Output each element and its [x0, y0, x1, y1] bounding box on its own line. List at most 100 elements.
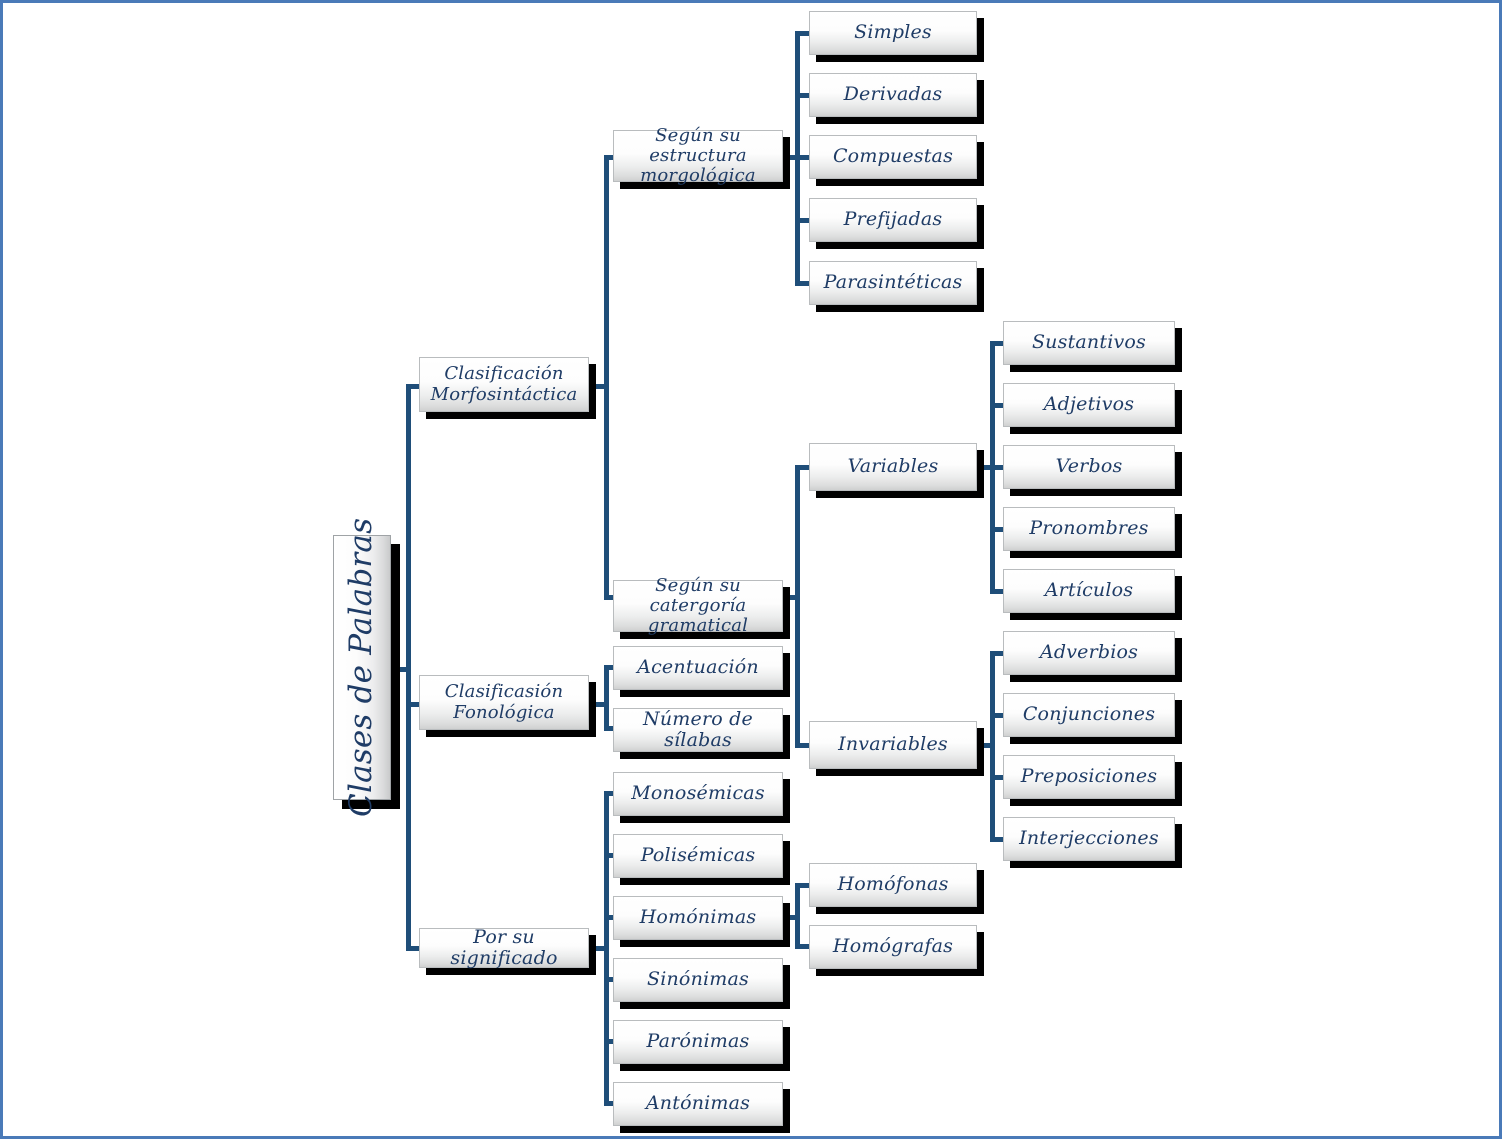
node-label: Polisémicas	[640, 844, 756, 867]
node-por-su-significado[interactable]: Por su significado	[419, 925, 589, 969]
node-homofonas[interactable]: Homófonas	[809, 863, 977, 907]
node-derivadas[interactable]: Derivadas	[809, 73, 977, 117]
node-root-label: Clases de Palabras	[343, 517, 380, 818]
connector-root-stub	[391, 667, 411, 672]
node-homografas[interactable]: Homógrafas	[809, 925, 977, 969]
connector-significado-trunk	[604, 791, 609, 1106]
node-label: Número de sílabas	[643, 707, 753, 751]
connector-significado-c5	[604, 1039, 618, 1044]
node-verbos[interactable]: Verbos	[1003, 445, 1175, 489]
connector-invariables-c1	[990, 651, 1004, 656]
node-label: Adverbios	[1039, 641, 1139, 664]
node-segun-su-estructura-morgologica[interactable]: Según su estructura morgológica	[613, 125, 783, 186]
connector-categoria-to-variables	[795, 465, 809, 470]
node-label-line1: Según su catergoría	[649, 574, 747, 616]
connector-invariables-c4	[990, 837, 1004, 842]
connector-variables-c1	[990, 341, 1004, 346]
node-label: Compuestas	[832, 145, 954, 168]
node-pronombres[interactable]: Pronombres	[1003, 507, 1175, 551]
node-variables[interactable]: Variables	[809, 443, 977, 491]
connector-morfo-stub	[589, 384, 609, 389]
node-sustantivos[interactable]: Sustantivos	[1003, 321, 1175, 365]
connector-fonologica-to-acentuacion	[604, 665, 618, 670]
node-polisemicas[interactable]: Polisémicas	[613, 834, 783, 878]
connector-homonimas-to-homofonas	[795, 883, 809, 888]
connector-significado-c6	[604, 1101, 618, 1106]
connector-significado-c1	[604, 791, 618, 796]
node-homonimas[interactable]: Homónimas	[613, 896, 783, 940]
node-label: Parasintéticas	[823, 271, 963, 294]
node-label: Parónimas	[646, 1030, 750, 1053]
node-label: Sustantivos	[1031, 331, 1147, 354]
connector-categoria-trunk	[795, 465, 800, 747]
connector-root-to-morfosintactica	[406, 384, 426, 389]
connector-estructura-c3	[795, 155, 809, 160]
node-articulos[interactable]: Artículos	[1003, 569, 1175, 613]
node-label-line2: morgológica	[640, 165, 756, 187]
connector-categoria-to-invariables	[795, 743, 809, 748]
node-label: Simples	[854, 21, 932, 44]
node-numero-de-silabas[interactable]: Número de sílabas	[613, 708, 783, 752]
node-adjetivos[interactable]: Adjetivos	[1003, 383, 1175, 427]
node-prefijadas[interactable]: Prefijadas	[809, 198, 977, 242]
node-label: Interjecciones	[1019, 827, 1159, 850]
connector-estructura-c4	[795, 218, 809, 223]
connector-invariables-trunk	[990, 651, 995, 841]
node-label-line2: Morfosintáctica	[430, 383, 578, 405]
node-clasificasion-fonologica[interactable]: Clasificasión Fonológica	[419, 675, 589, 730]
connector-significado-c3	[604, 915, 618, 920]
connector-invariables-c3	[990, 775, 1004, 780]
node-simples[interactable]: Simples	[809, 11, 977, 55]
node-segun-su-catergoria-gramatical[interactable]: Según su catergoría gramatical	[613, 575, 783, 636]
connector-homonimas-trunk	[795, 883, 800, 949]
connector-significado-stub	[589, 946, 609, 951]
node-label: Pronombres	[1029, 517, 1149, 540]
node-label: Antónimas	[645, 1092, 751, 1115]
connector-fonologica-stub	[589, 702, 609, 707]
node-preposiciones[interactable]: Preposiciones	[1003, 755, 1175, 799]
node-monosemicas[interactable]: Monosémicas	[613, 772, 783, 816]
node-paronimas[interactable]: Parónimas	[613, 1020, 783, 1064]
connector-estructura-stub	[780, 155, 800, 160]
node-label-line1: Según su estructura	[649, 124, 747, 166]
node-acentuacion[interactable]: Acentuación	[613, 646, 783, 690]
connector-variables-c5	[990, 589, 1004, 594]
node-invariables[interactable]: Invariables	[809, 721, 977, 769]
connector-categoria-stub	[780, 595, 800, 600]
connector-invariables-stub	[975, 743, 995, 748]
node-label: Artículos	[1044, 579, 1134, 602]
node-compuestas[interactable]: Compuestas	[809, 135, 977, 179]
node-label: Preposiciones	[1020, 765, 1158, 788]
connector-morfo-trunk	[604, 155, 609, 600]
node-interjecciones[interactable]: Interjecciones	[1003, 817, 1175, 861]
connector-variables-c2	[990, 403, 1004, 408]
node-label-line1: Clasificasión	[444, 681, 564, 703]
node-label: Conjunciones	[1022, 703, 1156, 726]
node-label: Derivadas	[843, 83, 943, 106]
node-sinonimas[interactable]: Sinónimas	[613, 958, 783, 1002]
node-clasificacion-morfosintactica[interactable]: Clasificación Morfosintáctica	[419, 357, 589, 412]
node-label-line1: Clasificación	[444, 363, 564, 385]
node-conjunciones[interactable]: Conjunciones	[1003, 693, 1175, 737]
node-parasinteticas[interactable]: Parasintéticas	[809, 261, 977, 305]
connector-estructura-c1	[795, 31, 809, 36]
node-label: Monosémicas	[631, 782, 765, 805]
connector-homonimas-to-homografas	[795, 944, 809, 949]
connector-fonologica-to-silabas	[604, 726, 618, 731]
node-antonimas[interactable]: Antónimas	[613, 1082, 783, 1126]
connector-morfo-to-categoria	[604, 595, 618, 600]
node-label: Adjetivos	[1043, 393, 1135, 416]
node-label: Invariables	[838, 733, 948, 756]
connector-variables-c3	[990, 465, 1004, 470]
connector-homonimas-stub	[780, 915, 800, 920]
node-adverbios[interactable]: Adverbios	[1003, 631, 1175, 675]
node-label: Sinónimas	[647, 968, 749, 991]
node-label: Por su significado	[450, 925, 558, 969]
node-label: Homófonas	[837, 873, 949, 896]
connector-root-trunk	[406, 384, 411, 951]
connector-estructura-c2	[795, 93, 809, 98]
node-label-line2: gramatical	[647, 615, 749, 637]
connector-root-to-fonologica	[406, 702, 426, 707]
node-root-clases-de-palabras[interactable]: Clases de Palabras	[333, 518, 391, 817]
